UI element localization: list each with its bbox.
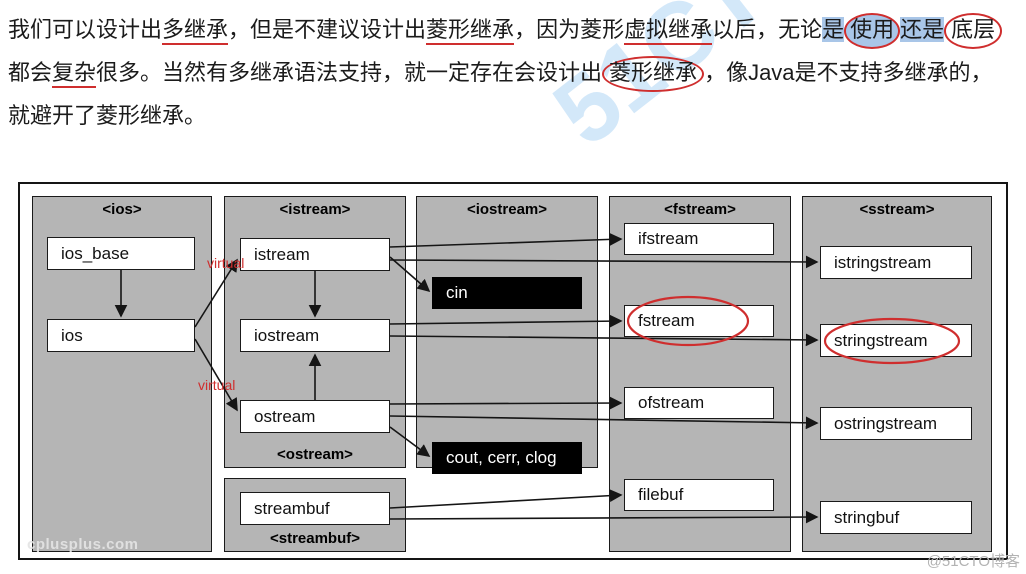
text-segment-plain: ，因为菱形 <box>514 17 625 42</box>
inheritance-arrow <box>389 489 623 509</box>
diagram-canvas: cplusplus.com <ios> <istream> <ostream> <st… <box>18 182 1008 560</box>
text-segment-plain: 都会 <box>8 60 53 85</box>
text-segment-plain: ，像Java是不支持多继承的， <box>704 60 993 85</box>
class-node-ios: ios <box>47 319 195 352</box>
class-node-ostream: ostream <box>240 400 390 433</box>
virtual-annotation: virtual <box>198 377 236 393</box>
paragraph: 我们可以设计出多继承，但是不建议设计出菱形继承，因为菱形虚拟继承以后，无论是使用… <box>8 8 1022 137</box>
column-label: <istream> <box>279 201 351 218</box>
class-node-ofstream: ofstream <box>624 387 774 419</box>
text-segment-underline: 菱形继承 <box>426 17 515 45</box>
column-label: <fstream> <box>664 201 736 218</box>
class-node-fstream: fstream <box>624 305 774 337</box>
text-segment-circle: 菱形继承 <box>602 56 705 92</box>
text-segment-highlight: 还是 <box>900 17 945 42</box>
class-node-stringstream: stringstream <box>820 324 972 357</box>
text-segment-underline: 复杂 <box>52 60 97 88</box>
text-segment-plain: 就避开了菱形继承。 <box>8 103 207 128</box>
column-iostream: <iostream> <box>416 196 598 468</box>
text-segment-circle: 底层 <box>944 13 1003 49</box>
text-segment-plain: 以后，无论 <box>712 17 823 42</box>
text-segment-underline: 虚拟继承 <box>624 17 713 45</box>
column-label: <streambuf> <box>269 530 361 547</box>
text-segment-plain: 很多。当然有多继承语法支持，就一定存在会设计出 <box>96 60 603 85</box>
text-segment-plain: ，但是不建议设计出 <box>228 17 427 42</box>
text-segment-highlight: 是 <box>822 17 845 42</box>
class-node-ifstream: ifstream <box>624 223 774 255</box>
cplusplus-watermark: cplusplus.com <box>27 536 139 553</box>
class-node-ostringstream: ostringstream <box>820 407 972 440</box>
text-segment-plain: 我们可以设计出 <box>8 17 163 42</box>
watermark-blog-credit: @51CTO博客 <box>926 553 1020 570</box>
class-node-istream: istream <box>240 238 390 271</box>
class-node-istringstream: istringstream <box>820 246 972 279</box>
class-node-streambuf: streambuf <box>240 492 390 525</box>
virtual-annotation: virtual <box>207 255 245 271</box>
class-node-cin: cin <box>432 277 582 309</box>
class-node-iostream: iostream <box>240 319 390 352</box>
class-node-stringbuf: stringbuf <box>820 501 972 534</box>
column-label: <ostream> <box>277 446 353 463</box>
column-label: <iostream> <box>466 201 548 218</box>
class-node-filebuf: filebuf <box>624 479 774 511</box>
class-node-cout-cerr-clog: cout, cerr, clog <box>432 442 582 474</box>
column-label: <sstream> <box>859 201 935 218</box>
class-node-ios_base: ios_base <box>47 237 195 270</box>
text-segment-highlight_circle: 使用 <box>844 13 901 49</box>
column-label: <ios> <box>102 201 142 218</box>
text-segment-underline: 多继承 <box>162 17 229 45</box>
